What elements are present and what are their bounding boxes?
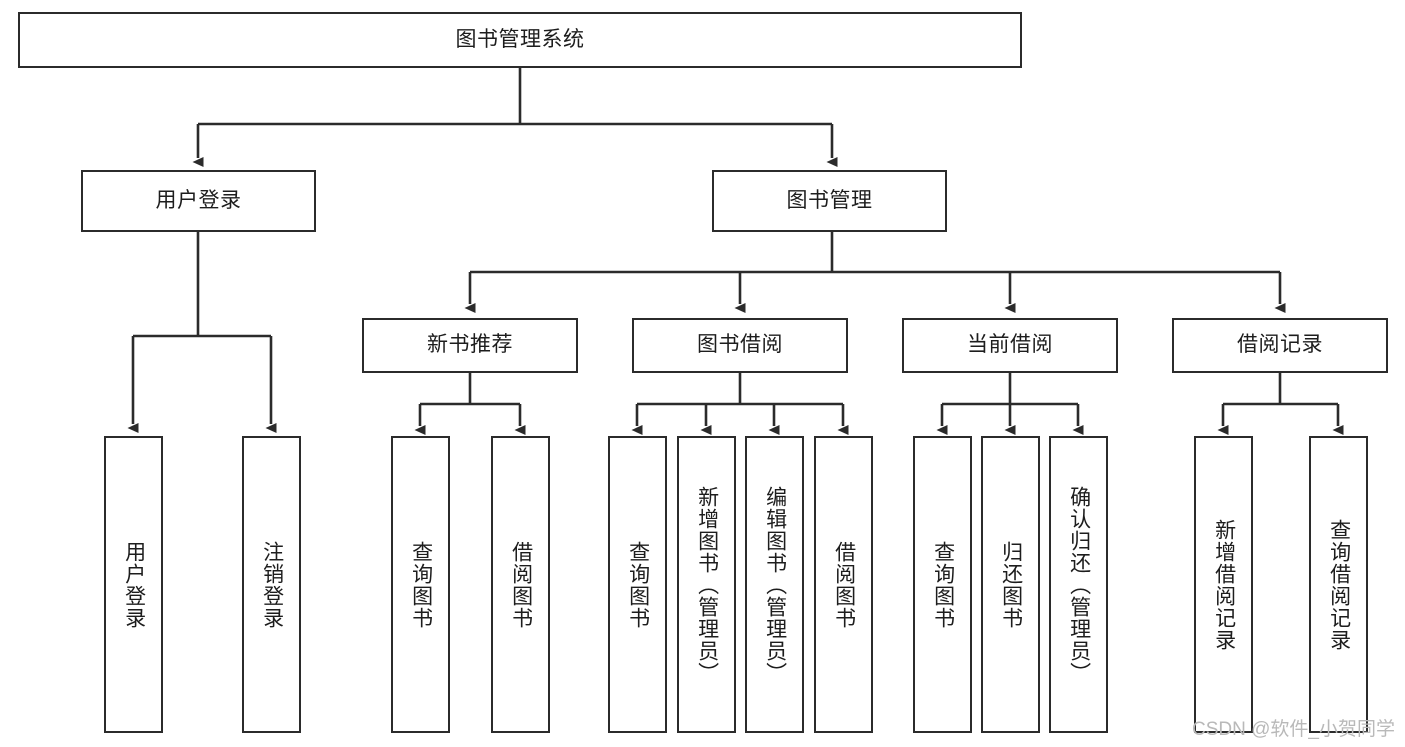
leaf-current-query-book[interactable]: 查询图书 (913, 436, 972, 733)
leaf-label: 用户登录 (122, 540, 146, 629)
leaf-new-book-borrow[interactable]: 借阅图书 (491, 436, 550, 733)
leaf-record-add-record[interactable]: 新增借阅记录 (1194, 436, 1253, 733)
node-borrow-record[interactable]: 借阅记录 (1172, 318, 1388, 373)
node-root[interactable]: 图书管理系统 (18, 12, 1022, 68)
leaf-label: 确认归还（管理员） (1067, 485, 1091, 684)
node-current-borrow[interactable]: 当前借阅 (902, 318, 1118, 373)
leaf-current-return-book[interactable]: 归还图书 (981, 436, 1040, 733)
leaf-label: 编辑图书（管理员） (763, 485, 787, 684)
node-current-borrow-label: 当前借阅 (967, 333, 1053, 357)
leaf-borrow-borrow-book[interactable]: 借阅图书 (814, 436, 873, 733)
leaf-label: 新增借阅记录 (1212, 518, 1236, 651)
leaf-label: 查询图书 (626, 540, 650, 629)
leaf-current-confirm-return-admin[interactable]: 确认归还（管理员） (1049, 436, 1108, 733)
leaf-label: 注销登录 (260, 540, 284, 629)
node-user-login[interactable]: 用户登录 (81, 170, 316, 232)
leaf-label: 查询图书 (931, 540, 955, 629)
node-new-book-recommend[interactable]: 新书推荐 (362, 318, 578, 373)
node-book-borrow[interactable]: 图书借阅 (632, 318, 848, 373)
node-new-book-recommend-label: 新书推荐 (427, 333, 513, 357)
leaf-borrow-edit-book-admin[interactable]: 编辑图书（管理员） (745, 436, 804, 733)
leaf-label: 查询图书 (409, 540, 433, 629)
leaf-label: 查询借阅记录 (1327, 518, 1351, 651)
leaf-borrow-add-book-admin[interactable]: 新增图书（管理员） (677, 436, 736, 733)
node-root-label: 图书管理系统 (455, 27, 585, 51)
node-book-management-label: 图书管理 (786, 188, 873, 212)
node-book-borrow-label: 图书借阅 (697, 333, 783, 357)
node-user-login-label: 用户登录 (155, 188, 242, 212)
leaf-user-login-logout[interactable]: 注销登录 (242, 436, 301, 733)
node-borrow-record-label: 借阅记录 (1237, 333, 1323, 357)
leaf-label: 借阅图书 (509, 540, 533, 629)
leaf-user-login-login[interactable]: 用户登录 (104, 436, 163, 733)
leaf-new-book-query[interactable]: 查询图书 (391, 436, 450, 733)
leaf-record-query-record[interactable]: 查询借阅记录 (1309, 436, 1368, 733)
leaf-label: 新增图书（管理员） (695, 485, 719, 684)
leaf-borrow-query-book[interactable]: 查询图书 (608, 436, 667, 733)
leaf-label: 借阅图书 (832, 540, 856, 629)
node-book-management[interactable]: 图书管理 (712, 170, 947, 232)
watermark-text: CSDN @软件_小贺同学 (1192, 719, 1395, 740)
leaf-label: 归还图书 (999, 540, 1023, 629)
